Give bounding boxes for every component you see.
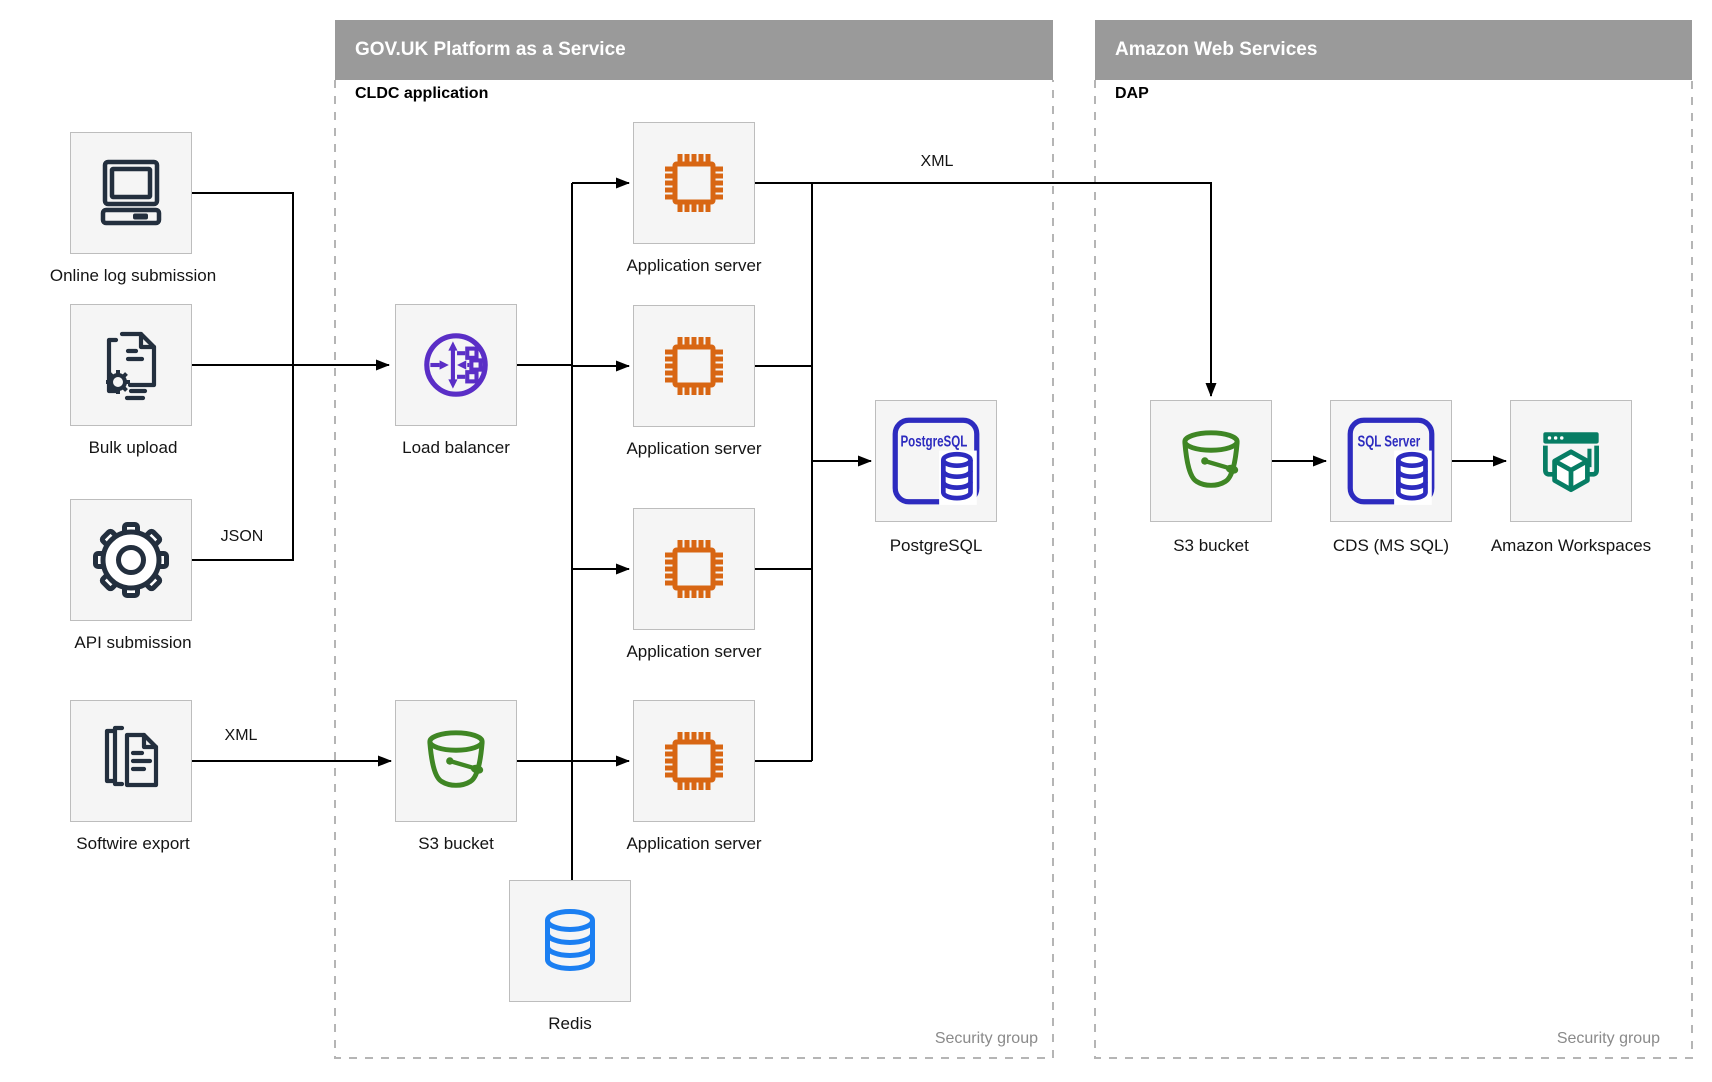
node-api-submission <box>70 499 192 621</box>
node-cds-mssql-label: CDS (MS SQL) <box>1332 536 1450 555</box>
computer-icon <box>100 159 162 226</box>
node-app-server-1 <box>633 122 755 244</box>
node-govuk-s3-bucket <box>395 700 517 822</box>
node-bulk-upload <box>70 304 192 426</box>
node-online-log-submission <box>70 132 192 254</box>
workspaces-icon <box>1543 432 1599 493</box>
node-postgresql-label: PostgreSQL <box>889 536 983 555</box>
sql-server-icon: SQL Server <box>1347 417 1435 505</box>
chip-icon <box>665 732 723 790</box>
aws-sublabel: DAP <box>1115 85 1149 102</box>
chip-icon <box>665 540 723 598</box>
node-amazon-workspaces-label: Amazon Workspaces <box>1490 536 1652 555</box>
redis-database-icon <box>545 909 595 971</box>
documents-stack-icon <box>104 725 159 788</box>
edge-label-xml-top: XML <box>920 153 954 170</box>
node-softwire-export-label: Softwire export <box>76 834 190 853</box>
node-cds-mssql: SQL Server <box>1330 400 1452 522</box>
node-bulk-upload-label: Bulk upload <box>88 438 178 457</box>
postgresql-icon-text: PostgreSQL <box>900 433 967 450</box>
edge-sources-junction <box>192 192 294 561</box>
node-online-log-submission-label: Online log submission <box>49 266 217 285</box>
node-app-server-4-label: Application server <box>626 834 762 853</box>
node-redis <box>509 880 631 1002</box>
node-api-submission-label: API submission <box>74 633 192 652</box>
node-load-balancer <box>395 304 517 426</box>
postgresql-icon: PostgreSQL <box>892 417 980 505</box>
node-app-server-3 <box>633 508 755 630</box>
edge-xml-to-aws <box>755 182 1217 397</box>
sql-server-icon-text: SQL Server <box>1358 433 1421 450</box>
node-app-server-4 <box>633 700 755 822</box>
document-gear-icon <box>106 331 157 401</box>
govuk-paas-header: GOV.UK Platform as a Service <box>335 20 1053 80</box>
aws-header: Amazon Web Services <box>1095 20 1692 80</box>
aws-security-group-label: Security group <box>1556 1030 1660 1047</box>
node-postgresql: PostgreSQL <box>875 400 997 522</box>
node-app-server-2 <box>633 305 755 427</box>
node-load-balancer-label: Load balancer <box>402 438 510 457</box>
aws-container-border <box>1094 80 1693 1059</box>
node-app-server-2-label: Application server <box>626 439 762 458</box>
chip-icon <box>665 337 723 395</box>
gear-icon <box>93 522 169 598</box>
node-aws-s3-bucket <box>1150 400 1272 522</box>
edge-label-json: JSON <box>220 528 264 545</box>
govuk-paas-sublabel: CLDC application <box>355 85 489 102</box>
node-app-server-3-label: Application server <box>626 642 762 661</box>
govuk-security-group-label: Security group <box>934 1030 1038 1047</box>
node-amazon-workspaces <box>1510 400 1632 522</box>
s3-bucket-icon <box>1182 430 1240 488</box>
s3-bucket-icon <box>427 730 485 788</box>
node-aws-s3-bucket-label: S3 bucket <box>1173 536 1249 555</box>
chip-icon <box>665 154 723 212</box>
load-balancer-icon <box>424 333 488 397</box>
node-softwire-export <box>70 700 192 822</box>
node-app-server-1-label: Application server <box>626 256 762 275</box>
edge-label-xml-bottom: XML <box>224 727 258 744</box>
node-govuk-s3-bucket-label: S3 bucket <box>418 834 494 853</box>
node-redis-label: Redis <box>548 1014 592 1033</box>
